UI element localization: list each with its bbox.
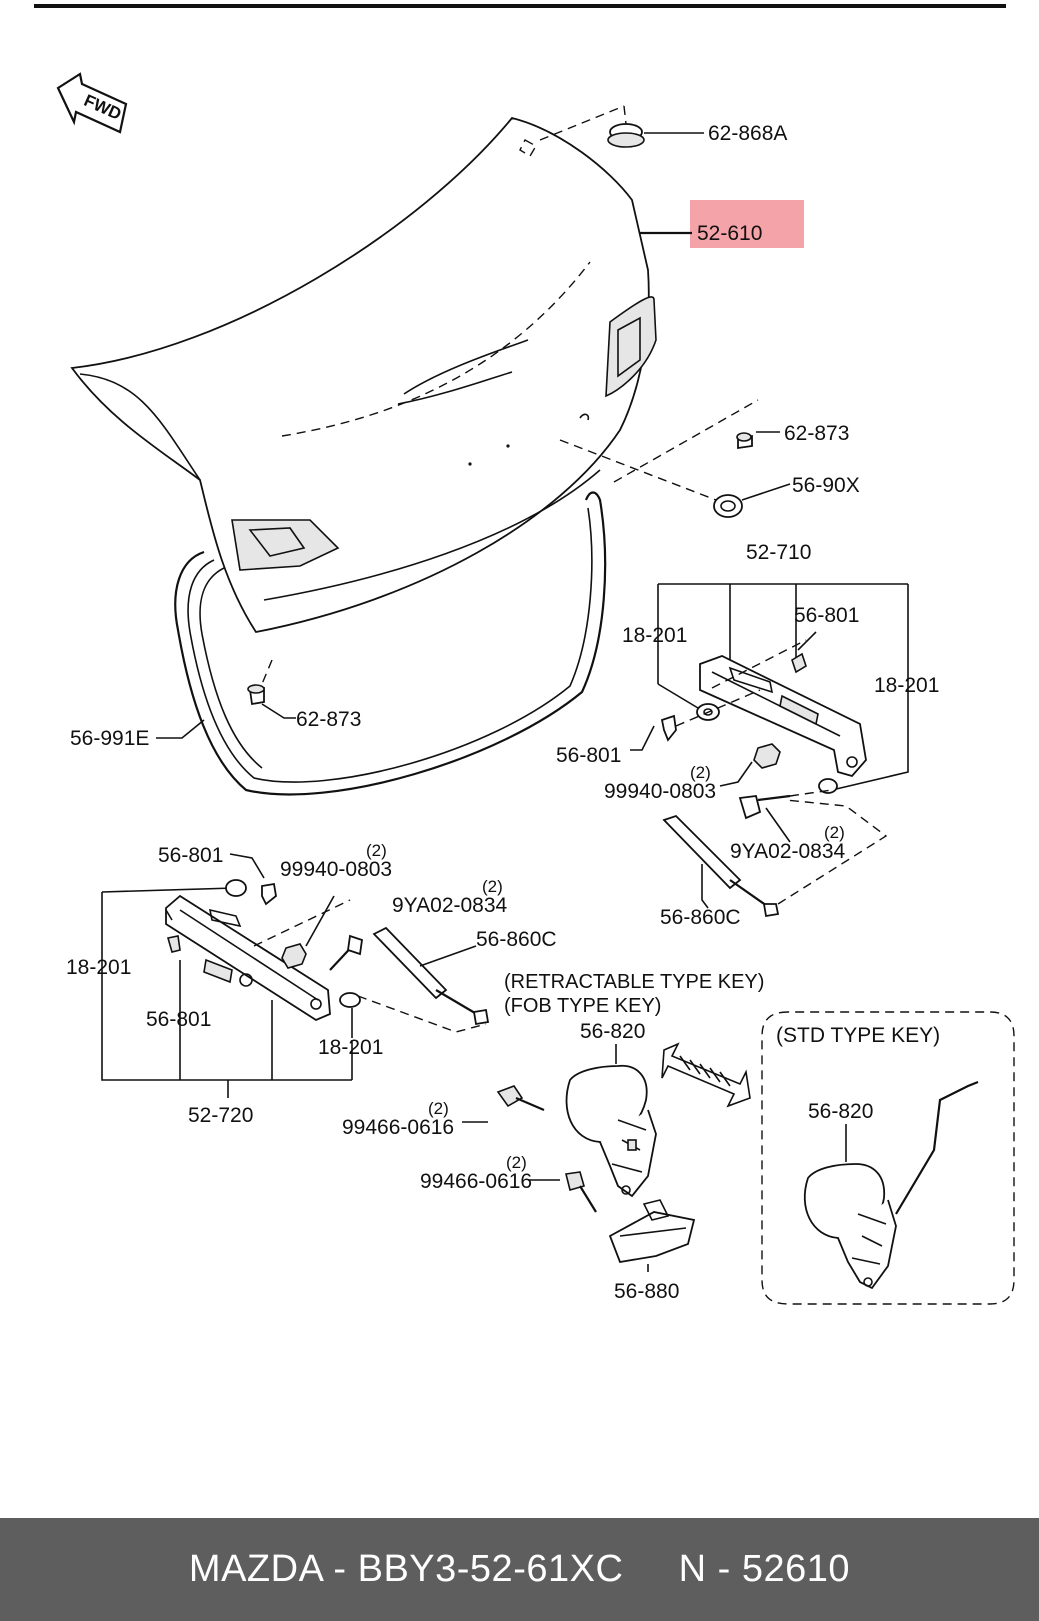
bolt-99466-a [462,1085,545,1123]
label-56-991E: 56-991E [70,727,149,750]
label-18-201-l1: 18-201 [66,956,131,979]
leader-56-801-l1 [229,853,265,879]
label-52-610: 52-610 [697,222,762,245]
bracket-52-710 [657,583,909,791]
header-fob-key: (FOB TYPE KEY) [504,995,661,1017]
qty-9YA02-r: (2) [824,823,845,842]
label-56-801-r1: 56-801 [794,604,859,627]
striker-56-880-drawing [608,1199,696,1272]
highlight-box [690,200,804,248]
label-18-201-l2: 18-201 [318,1036,383,1059]
label-56-801-r2: 56-801 [556,744,621,767]
fastener-62-873-left [247,659,296,719]
fastener-56-801-r2 [630,689,761,751]
label-18-201-r1: 18-201 [622,624,687,647]
label-99466-a: 99466-0616 [342,1116,454,1139]
bolt-9YA02-r [738,789,833,843]
label-56-860C-l: 56-860C [476,928,557,951]
label-99466-b: 99466-0616 [420,1170,532,1193]
label-56-820: 56-820 [580,1020,645,1043]
label-9YA02-r: 9YA02-0834 [730,840,846,863]
label-52-720: 52-720 [188,1104,253,1127]
qty-9YA02-l: (2) [482,877,503,896]
fastener-62-873-top [613,399,780,483]
label-56-801-l1: 56-801 [158,844,223,867]
qty-99466-a: (2) [428,1099,449,1118]
label-99940-r: 99940-0803 [604,780,716,803]
fwd-arrow-icon: FWD [56,72,128,134]
grommet-62-868A [539,105,704,148]
label-52-710: 52-710 [746,541,811,564]
header-retractable-key: (RETRACTABLE TYPE KEY) [504,971,764,993]
label-62-873-top: 62-873 [784,422,849,445]
qty-99940-r: (2) [690,763,711,782]
label-56-820-std: 56-820 [808,1100,873,1123]
qty-99940-l: (2) [366,841,387,860]
label-56-860C-r: 56-860C [660,906,741,929]
label-56-90X: 56-90X [792,474,860,497]
hinge-left-drawing [165,879,490,1038]
label-56-880: 56-880 [614,1280,679,1303]
grommet-56-90X [559,439,791,518]
swap-arrow-icon [661,1042,751,1108]
footer-part-number: MAZDA - BBY3-52-61XC N - 52610 [188,1548,851,1590]
qty-99466-b: (2) [506,1153,527,1172]
std-key-box [761,1011,1015,1305]
label-56-801-l2: 56-801 [146,1008,211,1031]
weatherstrip-drawing [174,491,607,796]
leader-56-991E [156,719,205,739]
latch-std-drawing [803,1080,979,1290]
latch-56-820-drawing [565,1065,657,1198]
label-18-201-r2: 18-201 [874,674,939,697]
nut-99940-r [719,743,781,787]
header-std-key: (STD TYPE KEY) [776,1024,940,1047]
trunk-lid-drawing [70,116,657,633]
label-99940-l: 99940-0803 [280,858,392,881]
bolt-99466-b [528,1171,597,1213]
label-62-868A: 62-868A [708,122,787,145]
hinge-right-drawing [657,631,867,794]
parts-diagram: FWD 62-868A 52-610 [34,4,1015,1305]
footer-bar: MAZDA - BBY3-52-61XC N - 52610 [0,1518,1039,1621]
gas-strut-56-860C-r [662,799,888,918]
bracket-52-720 [101,887,353,1098]
label-62-873-left: 62-873 [296,708,361,731]
label-9YA02-l: 9YA02-0834 [392,894,508,917]
